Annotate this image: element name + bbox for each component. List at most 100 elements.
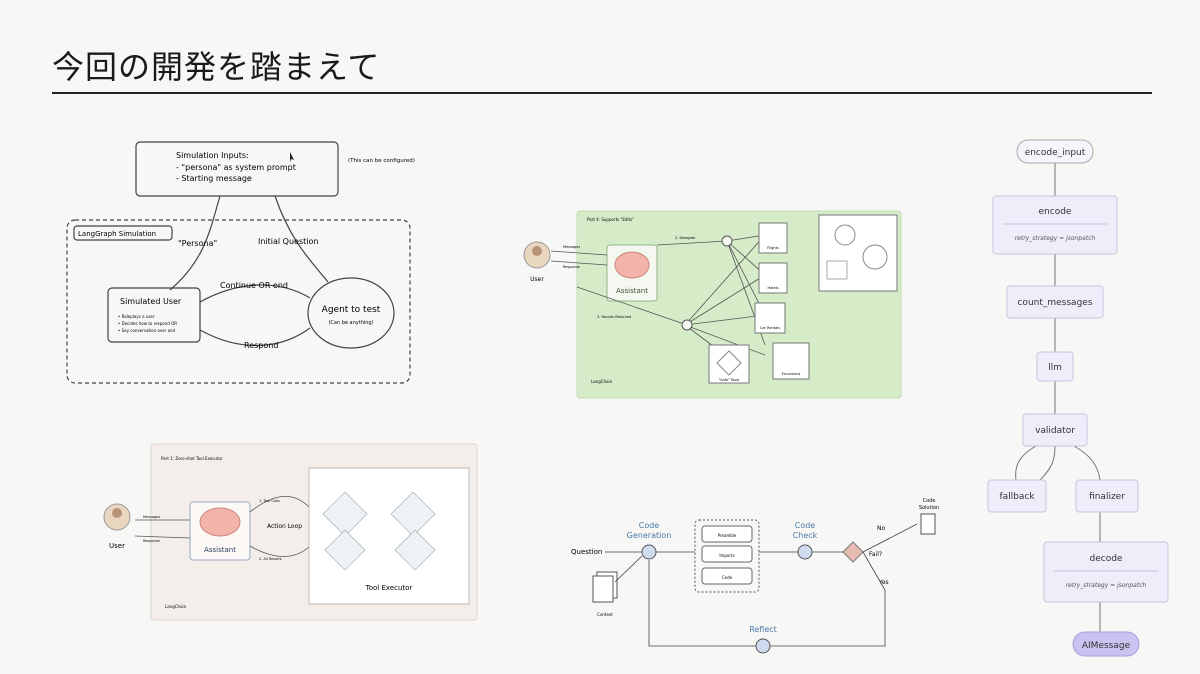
tool-response-label: Response [143,539,160,543]
excursions-label: Excursions [782,372,801,376]
prefix-label: Preamble [718,533,737,538]
yes-label: Yes [878,579,889,586]
output-group [694,519,760,593]
green-logo: LangChain [591,379,613,384]
continue-arrow [199,284,311,303]
code-gen-node [641,544,657,560]
imports-box [701,545,753,563]
reflect-label: Reflect [749,625,777,634]
yes-arrow [770,551,886,647]
simulated-user-bullet2: • Decides how to respond OR [118,321,177,326]
flow-graph: encode_input encode retry_strategy = jso… [987,139,1169,657]
title-divider [52,92,1152,94]
tool-results-label: 2. All Results [259,557,282,561]
excursions-box [772,342,810,380]
reflect-arrow [648,560,756,647]
edge-validator-finalizer [1073,445,1101,481]
code-gen-line2: Generation [627,531,672,540]
agent-to-test-node [307,277,395,349]
car-rentals-label: Car Rentals [760,326,780,330]
assistant-label: Assistant [616,287,648,295]
router-node [721,235,733,247]
question-label: Question [571,548,602,556]
frame-label-box [73,225,173,241]
initial-question-arrow [274,195,329,283]
tool-logo: LangChain [165,604,187,609]
node-finalizer-label: finalizer [1089,492,1125,502]
config-note: (This can be configured) [348,158,415,164]
node-encode [992,195,1118,255]
code-generation-diagram: Question Context Code Generation Preambl… [571,498,939,654]
green-part-label: Part 4: Supports "Edits" [587,217,634,222]
context-label: Context [597,612,613,617]
node-validator [1022,413,1088,447]
car-rentals-box [754,302,786,334]
node-count-messages-label: count_messages [1017,298,1092,308]
respond-arrow [199,327,311,347]
node-fallback [987,479,1047,513]
tool-group-4 [394,529,436,571]
node-llm [1036,351,1074,382]
tool-call-arrow [249,496,311,513]
node-validator-label: validator [1035,426,1075,436]
code-check-line2: Check [793,531,818,540]
tool-response-arrow [134,535,191,539]
tool-brain-icon [199,507,241,537]
cursor-icon [290,152,294,163]
node-count-messages [1006,285,1104,319]
node-encode-retry: retry_strategy = jsonpatch [1015,235,1096,242]
brain-icon [614,251,650,279]
continue-label: Continue OR end [220,281,288,290]
fail-label: Fail? [869,551,882,558]
solution-doc-icon [920,513,936,535]
inputs-line2: - Starting message [176,174,252,183]
results-arrow [576,286,688,326]
user-head [532,246,542,256]
respond-label: Respond [244,341,278,350]
persona-label: "Persona" [178,239,217,248]
agent-sub: (Can be anything) [328,320,373,326]
tool-call-label: 1. Tool Calls [259,499,280,503]
node-aimessage [1072,631,1140,657]
imports-label: Imports [719,553,734,558]
solution-line1: Code [923,498,936,504]
persona-arrow [169,195,221,291]
code-gen-line1: Code [639,521,660,530]
slide-title: 今回の開発を踏まえて [52,48,381,86]
node-llm-label: llm [1048,363,1062,373]
edits-inset [818,214,898,292]
context-arrow [614,555,643,583]
tool-results-arrow [249,545,311,557]
code-box [701,567,753,585]
hotels-label: Hotels [767,286,778,290]
agent-title: Agent to test [322,305,381,315]
simulated-user-bullet3: • Say conversation over and [118,328,176,333]
node-encode-input [1016,139,1094,164]
no-arrow [862,523,918,553]
simulated-user-title: Simulated User [120,297,182,306]
node-aimessage-label: AIMessage [1082,641,1131,651]
action-loop-label: Action Loop [267,523,302,530]
simulated-user-bullet1: • Roleplays a user [118,314,155,319]
delegate-arrow [656,240,728,246]
tool-part-label: Part 1: Zero-shot Tool Executor [161,456,223,461]
flights-label: Flights [767,246,779,250]
node-decode [1043,541,1169,603]
node-decode-label: decode [1090,554,1123,564]
simulation-inputs-box [135,141,339,197]
tool-executor-box [308,467,470,605]
tool-group-3 [324,529,366,571]
hotels-box [758,262,788,294]
solution-line2: Solution [919,505,939,511]
langgraph-frame [66,219,411,384]
frame-label: LangGraph Simulation [78,230,156,238]
messages-arrow [550,250,608,256]
edge-fallback-validator [1039,445,1056,481]
flights-box [758,222,788,254]
messages-label: Messages [563,245,580,249]
code-label: Code [722,575,733,580]
leave-node [681,319,693,331]
node-encode-label: encode [1039,207,1072,217]
tool-executor-diagram: User Part 1: Zero-shot Tool Executor Ass… [103,443,478,621]
fail-decision [842,541,864,563]
